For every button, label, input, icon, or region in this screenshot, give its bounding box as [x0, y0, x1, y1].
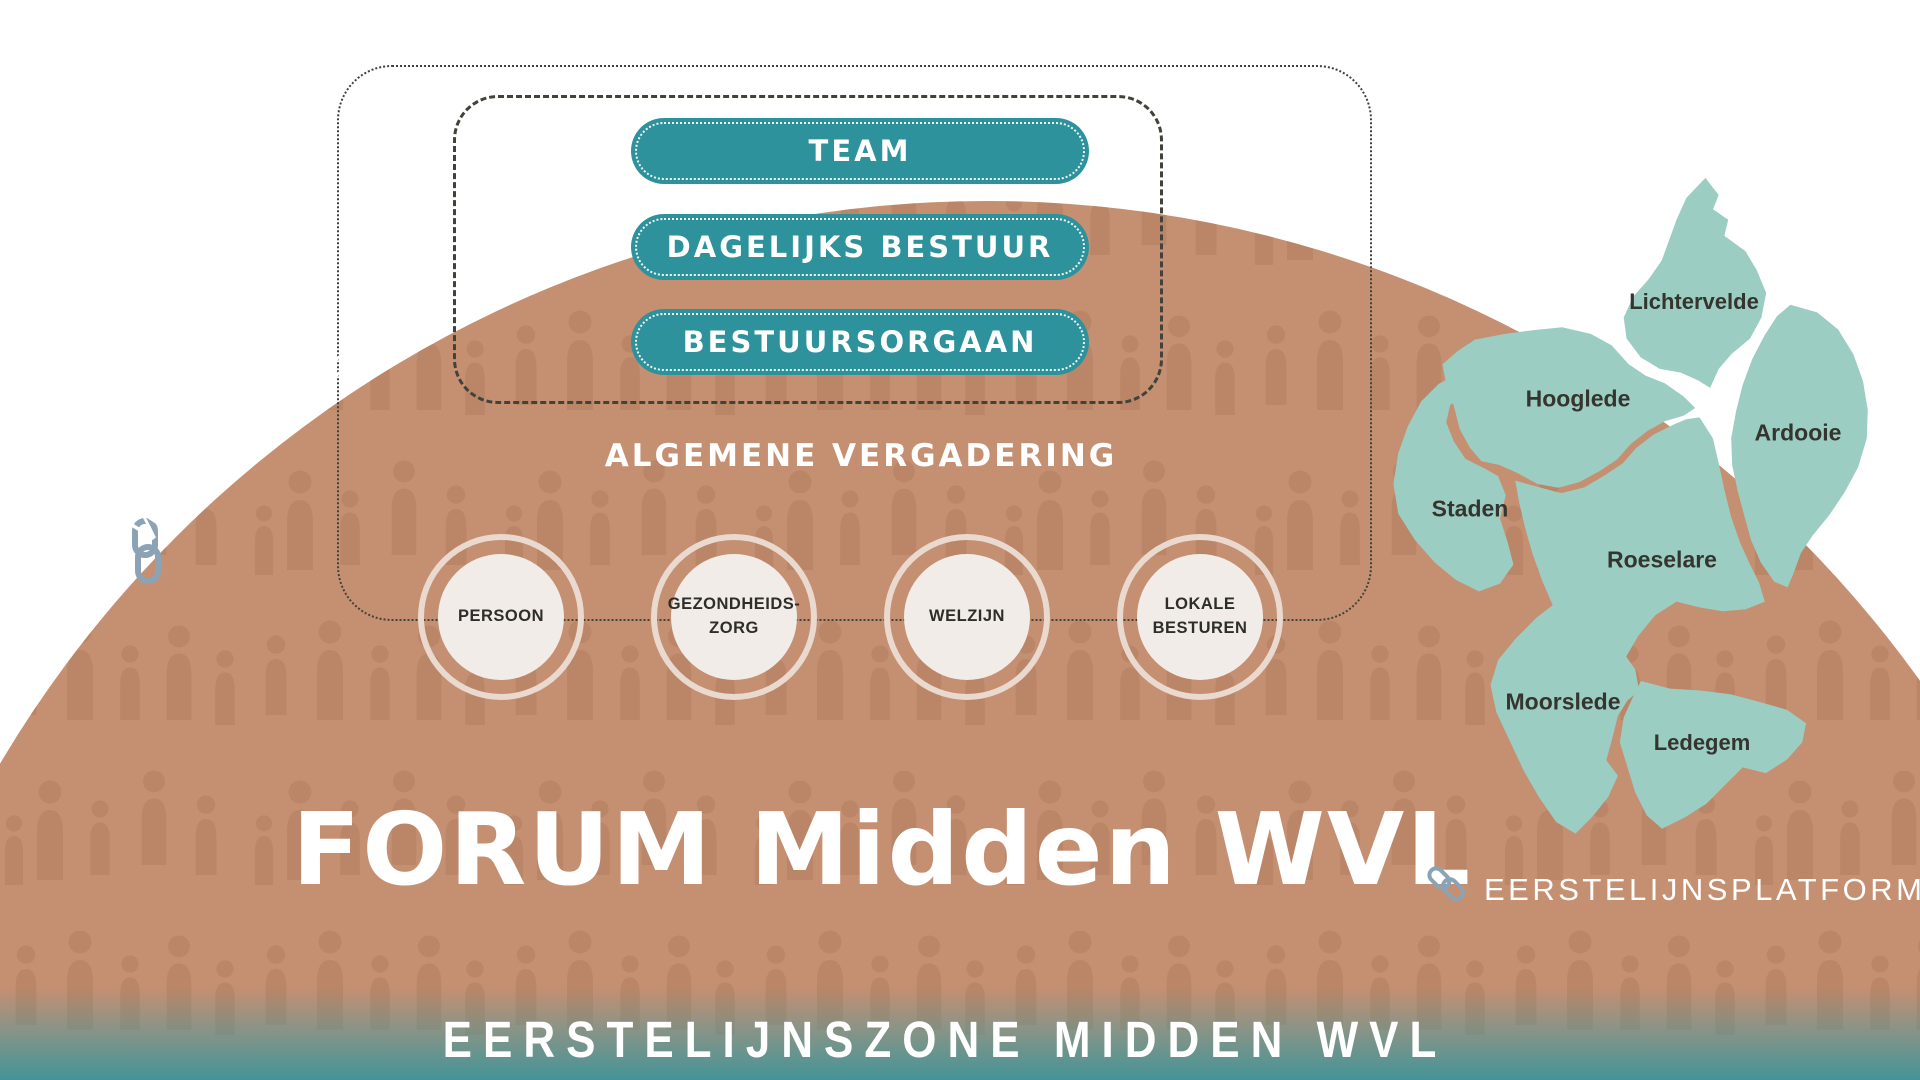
bestuur-boundary	[453, 95, 1163, 404]
bestuursorgaan-node: BESTUURSORGAAN	[635, 313, 1085, 371]
pillar-label: PERSOON	[438, 554, 564, 680]
map-shape-ardooie	[1731, 304, 1868, 588]
footer-band	[0, 988, 1920, 1080]
chain-link-icon	[132, 518, 161, 584]
map-label-ardooie: Ardooie	[1754, 419, 1842, 446]
map-shape-lichtervelde	[1623, 177, 1767, 388]
map-shape-hooglede	[1442, 327, 1696, 488]
map-label-staden: Staden	[1431, 495, 1509, 522]
map-label-ledegem: Ledegem	[1653, 730, 1751, 755]
pillar-label: GEZONDHEIDS- ZORG	[668, 554, 800, 680]
pillar-gezondheidszorg: GEZONDHEIDS- ZORG	[651, 534, 817, 700]
dagelijks-bestuur-node: DAGELIJKS BESTUUR	[635, 218, 1085, 276]
algemene-vergadering-label: ALGEMENE VERGADERING	[604, 438, 1118, 474]
pillar-label: LOKALE BESTUREN	[1137, 554, 1263, 680]
map-label-hooglede: Hooglede	[1525, 385, 1631, 412]
map-shape-staden	[1393, 372, 1514, 592]
map-shape-moorslede	[1490, 598, 1640, 834]
footer-title: EERSTELIJNSZONE MIDDEN WVL	[442, 1012, 1448, 1069]
eerstelijnsplatformen-label: EERSTELIJNSPLATFORMEN	[1484, 872, 1920, 907]
werkgroepen-boundary	[337, 65, 1372, 621]
pillar-label: WELZIJN	[904, 554, 1030, 680]
map-label-lichtervelde: Lichtervelde	[1629, 289, 1759, 314]
map-label-moorslede: Moorslede	[1505, 688, 1621, 715]
map-label-roeselare: Roeselare	[1607, 546, 1717, 573]
page-title: FORUM Midden WVL	[292, 791, 1473, 908]
map-shape-ledegem	[1619, 680, 1807, 829]
pillar-welzijn: WELZIJN	[884, 534, 1050, 700]
pillar-lokale-besturen: LOKALE BESTUREN	[1117, 534, 1283, 700]
pillar-persoon: PERSOON	[418, 534, 584, 700]
team-node: TEAM	[635, 122, 1085, 180]
region-map	[1393, 177, 1868, 834]
chain-link-icon	[1427, 866, 1466, 902]
